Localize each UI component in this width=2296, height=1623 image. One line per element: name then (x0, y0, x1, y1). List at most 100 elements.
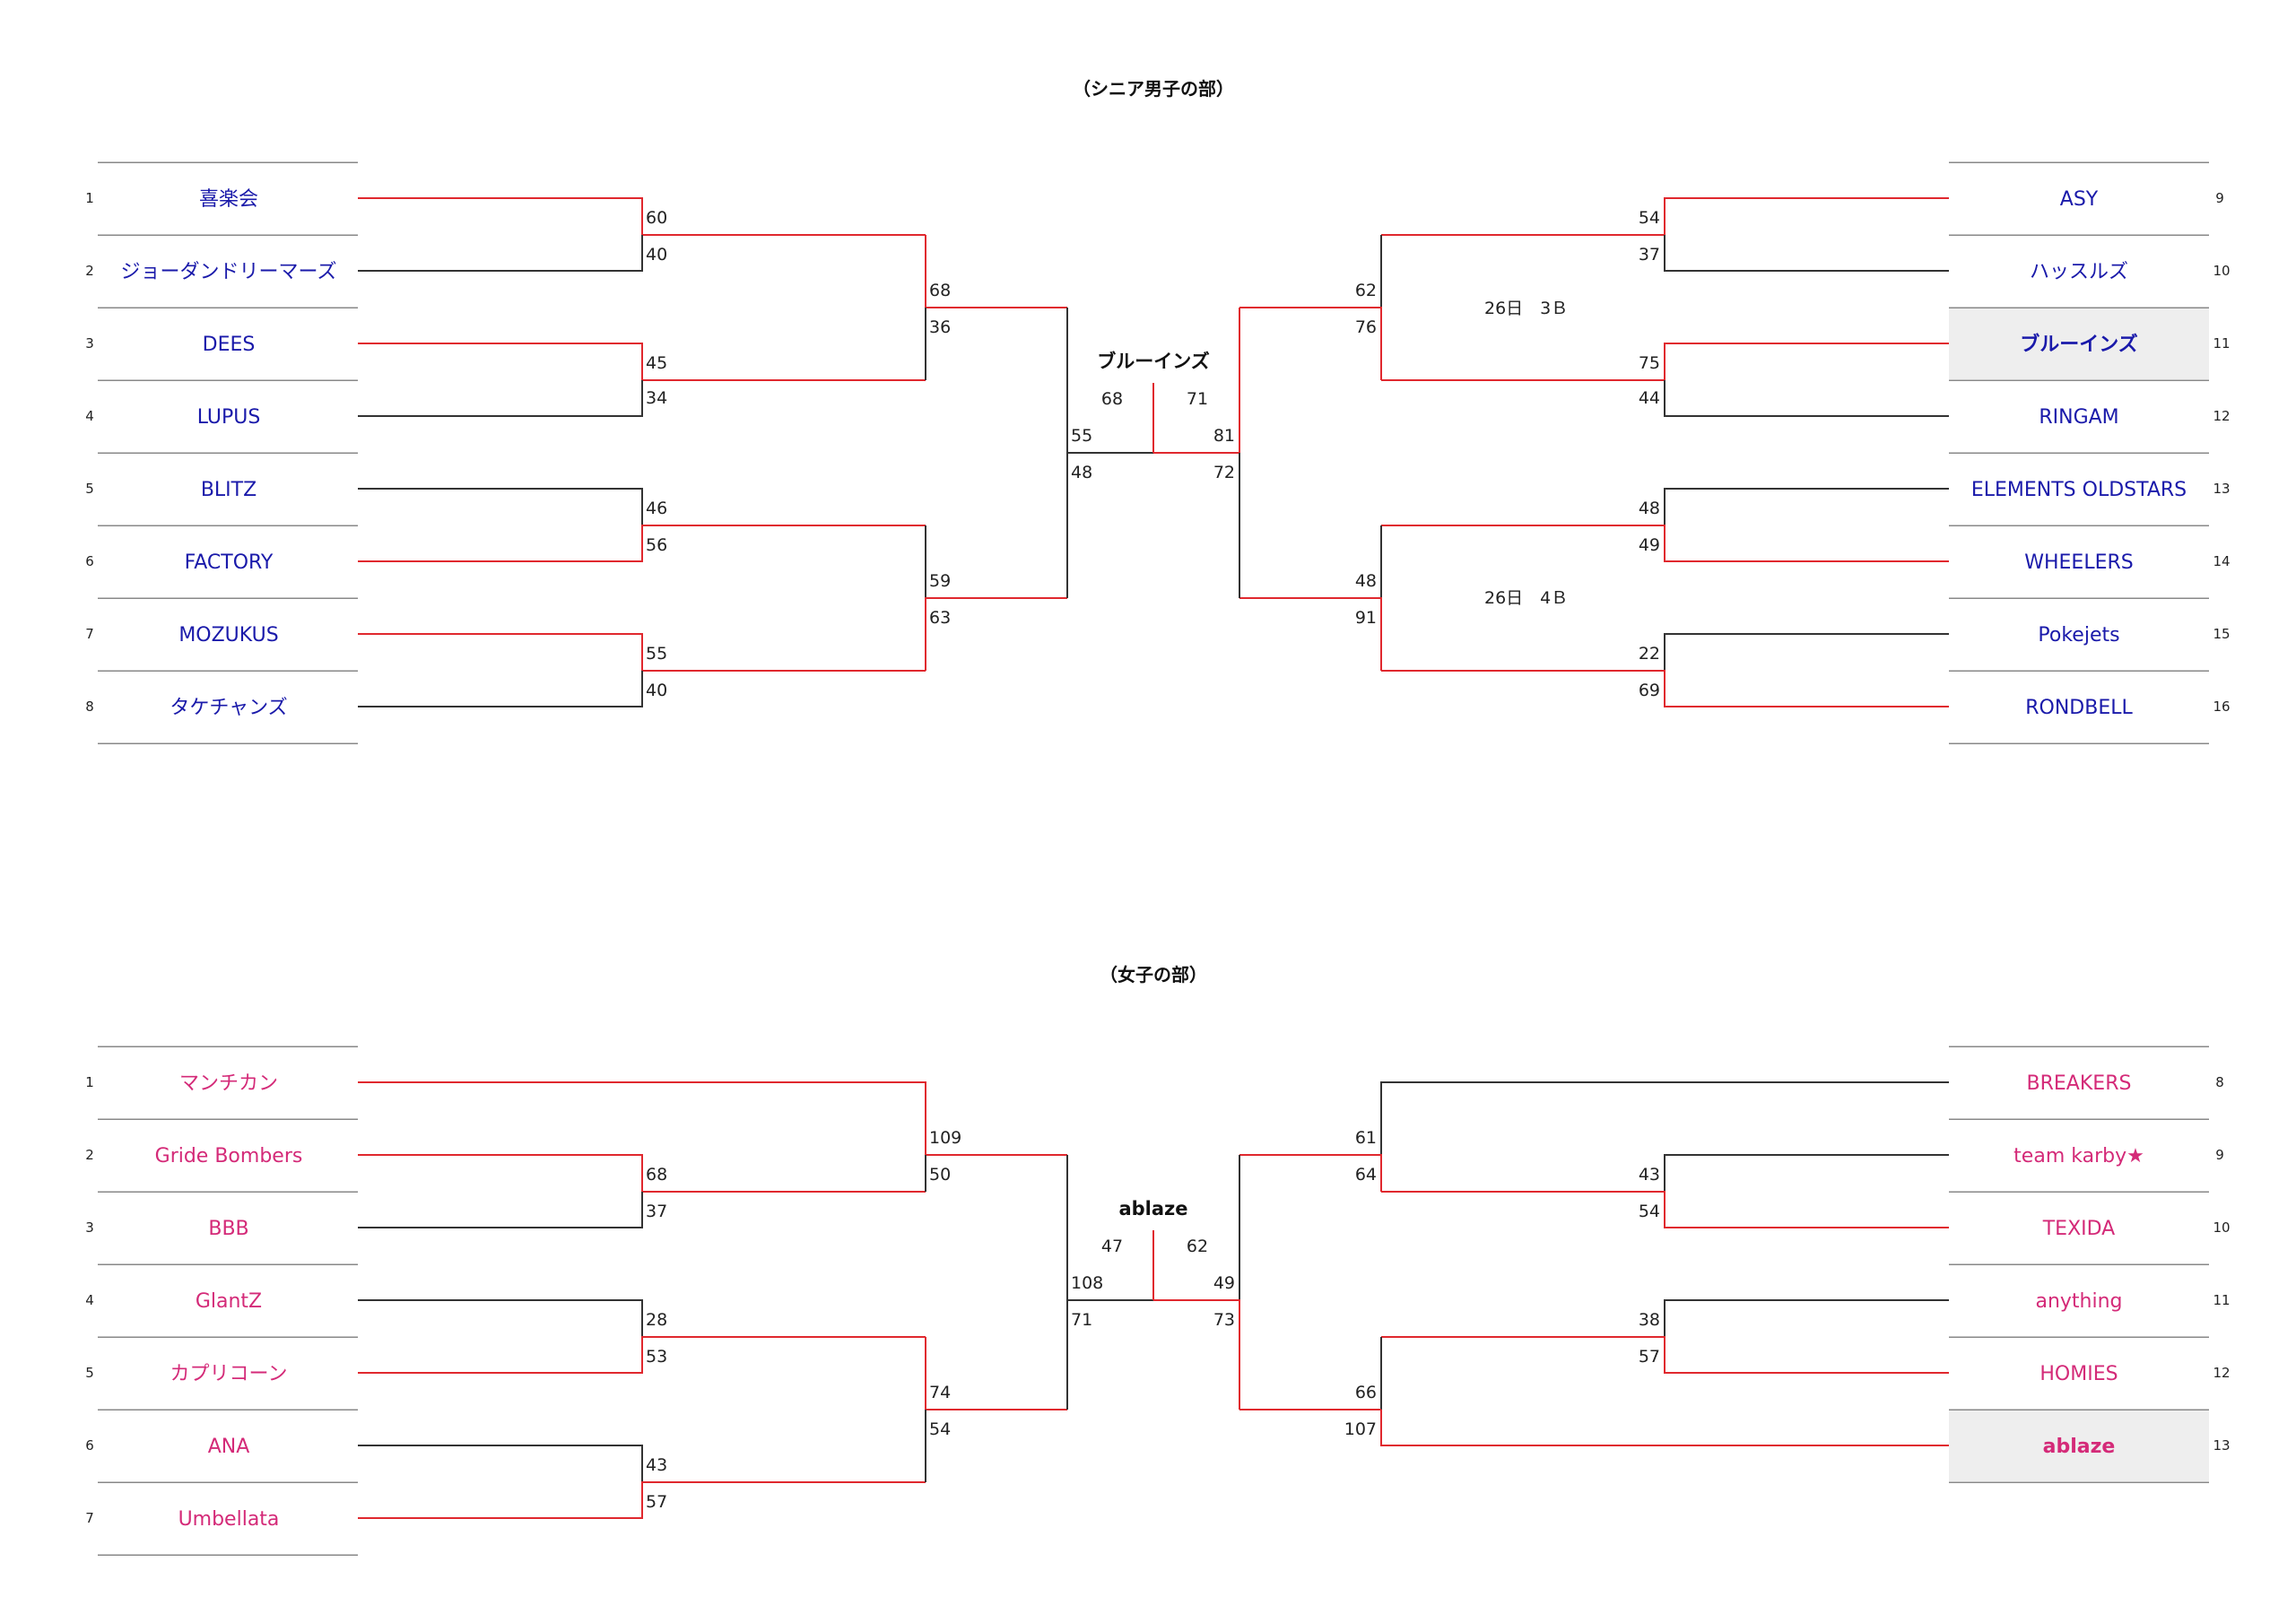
score: 54 (1639, 1202, 1660, 1221)
score: 40 (646, 681, 667, 700)
team-name: RONDBELL (2025, 697, 2133, 719)
score: 37 (646, 1202, 667, 1221)
team-name: ジョーダンドリーマーズ (121, 261, 337, 283)
score: 55 (646, 644, 667, 664)
score: 109 (929, 1128, 961, 1148)
senior-left-scores: 60 40 45 34 46 56 55 40 68 36 59 63 55 4… (646, 208, 1092, 700)
seed-number: 2 (85, 1147, 94, 1163)
score: 57 (646, 1492, 667, 1512)
team-name: Gride Bombers (155, 1145, 303, 1167)
senior-final-right-score: 71 (1187, 389, 1208, 409)
score: 64 (1355, 1165, 1377, 1185)
seed-number: 13 (2213, 481, 2230, 497)
team-name: ASY (2060, 188, 2099, 211)
women-right-seeds: 8 9 10 11 12 13 (2213, 1074, 2230, 1454)
score: 37 (1639, 245, 1660, 265)
team-name: team karby★ (2013, 1145, 2144, 1167)
senior-right-teams: ASY ハッスルズ ブルーインズ RINGAM ELEMENTS OLDSTAR… (1971, 188, 2187, 719)
women-bracket-lines (98, 1046, 2209, 1556)
team-name: DEES (203, 334, 256, 356)
score: 48 (1355, 571, 1377, 591)
team-name: タケチャンズ (170, 697, 287, 719)
seed-number: 6 (85, 553, 94, 569)
team-name: MOZUKUS (178, 624, 278, 647)
women-champion-label: ablaze (1118, 1198, 1187, 1219)
women-champion-highlight (1949, 1410, 2209, 1481)
score: 48 (1639, 499, 1660, 518)
score: 108 (1071, 1273, 1103, 1293)
team-name: カプリコーン (170, 1363, 288, 1385)
schedule-note: 26日 3Ｂ (1484, 299, 1568, 318)
team-name: ELEMENTS OLDSTARS (1971, 479, 2187, 501)
score: 43 (646, 1455, 667, 1475)
score: 44 (1639, 388, 1660, 408)
women-left-scores: 68 37 28 53 43 57 109 50 74 54 108 71 (646, 1128, 1103, 1512)
score: 74 (929, 1383, 951, 1402)
score: 107 (1344, 1419, 1377, 1439)
seed-number: 9 (2215, 1147, 2224, 1163)
senior-title: （シニア男子の部） (1073, 78, 1234, 100)
score: 69 (1639, 681, 1660, 700)
seed-number: 4 (85, 408, 94, 424)
score: 61 (1355, 1128, 1377, 1148)
score: 55 (1071, 426, 1092, 446)
team-name: anything (2035, 1290, 2122, 1313)
seed-number: 8 (2215, 1074, 2224, 1090)
seed-number: 10 (2213, 1219, 2230, 1236)
seed-number: 7 (85, 626, 94, 642)
seed-number: 11 (2213, 335, 2230, 352)
score: 43 (1639, 1165, 1660, 1185)
senior-champion-highlight (1949, 308, 2209, 379)
score: 45 (646, 353, 667, 373)
schedule-note: 26日 4Ｂ (1484, 588, 1568, 608)
team-name: LUPUS (197, 406, 261, 429)
score: 54 (929, 1419, 951, 1439)
team-name: GlantZ (196, 1290, 262, 1313)
seed-number: 1 (85, 1074, 94, 1090)
score: 76 (1355, 317, 1377, 337)
senior-left-teams: 喜楽会 ジョーダンドリーマーズ DEES LUPUS BLITZ FACTORY… (121, 188, 337, 719)
score: 75 (1639, 353, 1660, 373)
women-final-right-score: 62 (1187, 1237, 1208, 1256)
seed-number: 3 (85, 1219, 94, 1236)
team-name: マンチカン (179, 1072, 278, 1095)
score: 68 (646, 1165, 667, 1185)
senior-final-left-score: 68 (1101, 389, 1123, 409)
score: 46 (646, 499, 667, 518)
team-name: 喜楽会 (199, 188, 258, 211)
score: 60 (646, 208, 667, 228)
women-left-teams: マンチカン Gride Bombers BBB GlantZ カプリコーン AN… (155, 1072, 303, 1531)
seed-number: 12 (2213, 408, 2230, 424)
seed-number: 16 (2213, 699, 2230, 715)
team-name: Pokejets (2038, 624, 2119, 647)
team-name: BLITZ (201, 479, 257, 501)
score: 28 (646, 1310, 667, 1330)
score: 22 (1639, 644, 1660, 664)
seed-number: 14 (2213, 553, 2230, 569)
team-name: BREAKERS (2027, 1072, 2132, 1095)
seed-number: 8 (85, 699, 94, 715)
seed-number: 11 (2213, 1292, 2230, 1308)
seed-number: 5 (85, 481, 94, 497)
score: 49 (1639, 535, 1660, 555)
team-name: TEXIDA (2042, 1218, 2116, 1240)
score: 71 (1071, 1310, 1092, 1330)
women-left-seeds: 1 2 3 4 5 6 7 (85, 1074, 94, 1526)
score: 36 (929, 317, 951, 337)
score: 63 (929, 608, 951, 628)
seed-number: 15 (2213, 626, 2230, 642)
seed-number: 4 (85, 1292, 94, 1308)
seed-number: 7 (85, 1510, 94, 1526)
seed-number: 10 (2213, 263, 2230, 279)
score: 73 (1213, 1310, 1235, 1330)
score: 40 (646, 245, 667, 265)
score: 53 (646, 1347, 667, 1367)
senior-right-seeds: 9 10 11 12 13 14 15 16 (2213, 190, 2230, 715)
team-name: FACTORY (185, 551, 274, 574)
score: 34 (646, 388, 667, 408)
senior-bracket-lines (98, 161, 2209, 744)
score: 59 (929, 571, 951, 591)
women-title: （女子の部） (1100, 964, 1207, 985)
team-name: ブルーインズ (2020, 333, 2138, 356)
